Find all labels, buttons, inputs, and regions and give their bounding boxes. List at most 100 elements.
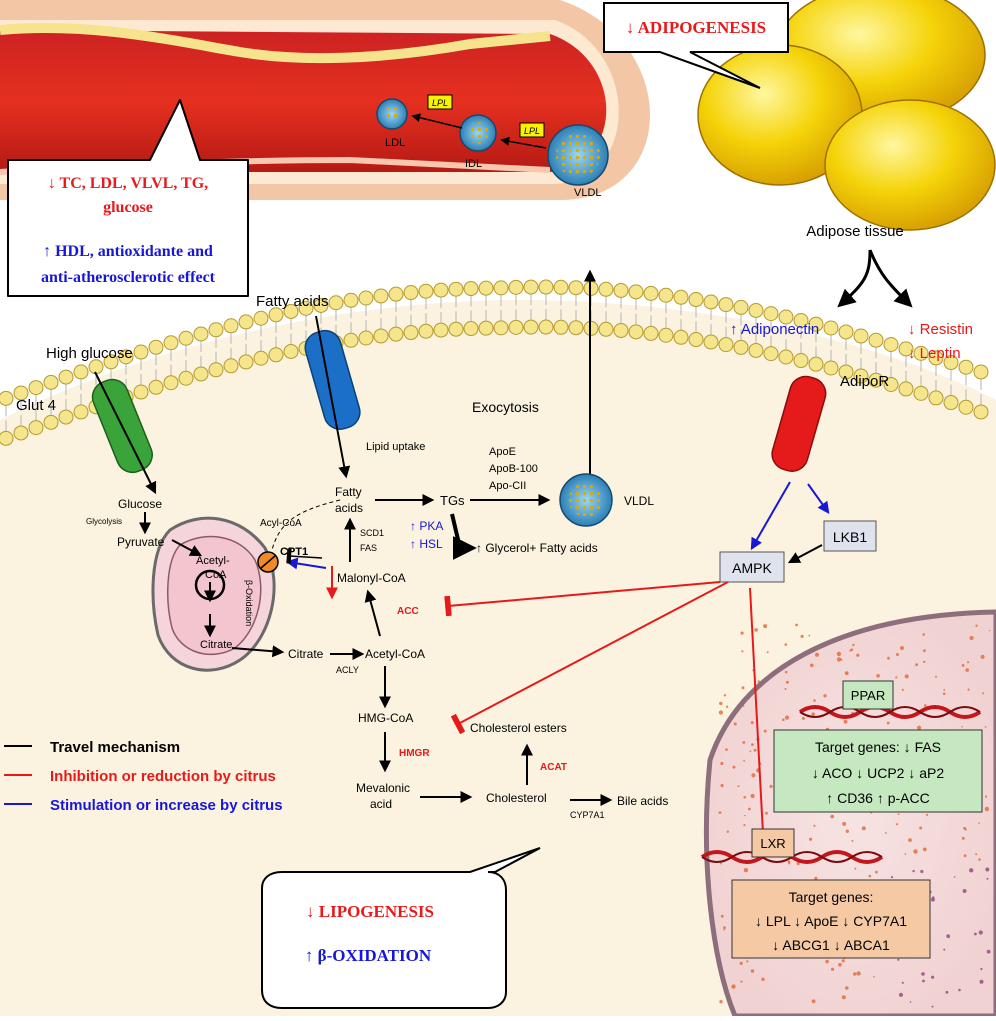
mito-acetyl-label: Acetyl- bbox=[196, 555, 230, 567]
lipid-head bbox=[0, 390, 14, 406]
arrow-citrate-export bbox=[231, 645, 285, 658]
lxr-box bbox=[751, 828, 795, 858]
lipid-head bbox=[28, 380, 44, 396]
lipid-head bbox=[118, 349, 134, 365]
lipid-head bbox=[763, 306, 779, 322]
lipid-head bbox=[223, 318, 239, 334]
glycerol-label: ↑ Glycerol+ Fatty acids bbox=[476, 541, 598, 555]
vldl-particle bbox=[559, 473, 613, 527]
lipid-head bbox=[343, 292, 359, 308]
arrow-adiponectin bbox=[837, 249, 872, 308]
arrow-pyruvate-acetylcoa bbox=[171, 539, 203, 557]
mevalonic-acid-label: acid bbox=[370, 797, 392, 811]
lpl-tag-1 bbox=[427, 94, 453, 110]
lipid-head bbox=[463, 321, 479, 337]
lipid-head bbox=[283, 303, 299, 319]
lipid-head bbox=[343, 332, 359, 348]
exocytosis-label: Exocytosis bbox=[472, 399, 539, 415]
vessel-effects-line1: ↓ TC, LDL, VLVL, TG, bbox=[48, 175, 208, 192]
lipid-head bbox=[163, 375, 179, 391]
lipid-head bbox=[418, 323, 434, 339]
lipid-head bbox=[778, 349, 794, 365]
lipid-head bbox=[403, 325, 419, 341]
cholesterol-label: Cholesterol bbox=[486, 791, 547, 805]
scd1-label: SCD1 bbox=[360, 528, 384, 538]
lipid-head bbox=[883, 377, 899, 393]
lipid-head bbox=[853, 368, 869, 384]
vessel-effects-line4: anti-atherosclerotic effect bbox=[41, 269, 216, 286]
arrow-adipor-ampk bbox=[750, 481, 791, 551]
adipogenesis-text: ↓ ADIPOGENESIS bbox=[626, 18, 766, 37]
lipid-head bbox=[958, 399, 974, 415]
lipid-uptake-label: Lipid uptake bbox=[366, 441, 425, 453]
lipid-head bbox=[523, 319, 539, 335]
acetyl-coa-label: Acetyl-CoA bbox=[365, 647, 425, 661]
apoc-label: Apo-CII bbox=[489, 480, 526, 492]
lipid-head bbox=[478, 280, 494, 296]
lipid-head bbox=[133, 384, 149, 400]
lipid-head bbox=[193, 366, 209, 382]
lipid-head bbox=[43, 414, 59, 430]
arrow-lipolysis bbox=[450, 513, 477, 560]
mito-citrate-label: Citrate bbox=[200, 639, 232, 651]
lipid-head bbox=[388, 326, 404, 342]
lipid-head bbox=[748, 302, 764, 318]
lipid-head bbox=[463, 281, 479, 297]
lipid-head bbox=[718, 297, 734, 313]
lipid-head bbox=[673, 289, 689, 305]
arrow-cpt1-stim bbox=[285, 557, 327, 570]
acyl-coa-transport bbox=[271, 499, 341, 551]
membrane-outer-heads bbox=[0, 279, 989, 417]
lipid-head bbox=[208, 322, 224, 338]
lipid-head bbox=[418, 283, 434, 299]
ampk-label: AMPK bbox=[732, 560, 772, 576]
lipid-head bbox=[973, 364, 989, 380]
ampk-inhibits-lxr bbox=[749, 587, 774, 838]
lipid-head bbox=[838, 324, 854, 340]
lipid-head bbox=[508, 319, 524, 335]
lipid-head bbox=[928, 350, 944, 366]
fa-label-2: acids bbox=[335, 501, 363, 515]
lipid-head bbox=[28, 420, 44, 436]
lipid-head bbox=[613, 322, 629, 338]
lipid-head bbox=[523, 279, 539, 295]
lipid-head bbox=[628, 284, 644, 300]
resistin-label: ↓ Resistin bbox=[908, 321, 973, 338]
lipid-head bbox=[148, 339, 164, 355]
lipid-head bbox=[73, 364, 89, 380]
ppar-label: PPAR bbox=[851, 688, 885, 703]
lipid-head bbox=[973, 404, 989, 420]
lipid-head bbox=[793, 313, 809, 329]
adiponectin-label: ↑ Adiponectin bbox=[730, 321, 819, 338]
lxr-target-box bbox=[731, 879, 931, 959]
legend: Travel mechanism Inhibition or reduction… bbox=[4, 739, 283, 814]
adipor-receptor bbox=[771, 375, 827, 472]
glut4-label: Glut 4 bbox=[16, 397, 56, 414]
idl-label: IDL bbox=[465, 158, 482, 170]
lipid-head bbox=[763, 346, 779, 362]
legend-inhibition: Inhibition or reduction by citrus bbox=[50, 768, 276, 785]
lpl-label-1: LPL bbox=[432, 98, 448, 108]
lipid-head bbox=[148, 379, 164, 395]
fatty-acids-label: Fatty acids bbox=[256, 293, 329, 310]
citrate-label: Citrate bbox=[288, 647, 324, 661]
lipid-head bbox=[268, 307, 284, 323]
lipid-head bbox=[508, 279, 524, 295]
arrow-acetylcoa-malonyl bbox=[364, 589, 381, 637]
lipid-head bbox=[673, 329, 689, 345]
arrow-idl-ldl bbox=[411, 113, 463, 129]
liver-effects-callout bbox=[261, 847, 541, 1009]
glucose-label: Glucose bbox=[118, 497, 162, 511]
lxr-target-line2: ↓ LPL ↓ ApoE ↓ CYP7A1 bbox=[755, 913, 907, 929]
lipid-head bbox=[808, 316, 824, 332]
fa-label-1: Fatty bbox=[335, 485, 362, 499]
lipid-head bbox=[373, 328, 389, 344]
lipid-head bbox=[853, 328, 869, 344]
lipid-head bbox=[778, 309, 794, 325]
lipid-head bbox=[613, 282, 629, 298]
ampk-inhibits-acc bbox=[444, 581, 721, 617]
lpl-tag-2 bbox=[519, 122, 545, 138]
lipid-head bbox=[868, 372, 884, 388]
lipid-head bbox=[733, 339, 749, 355]
pka-label: ↑ PKA bbox=[410, 519, 443, 533]
